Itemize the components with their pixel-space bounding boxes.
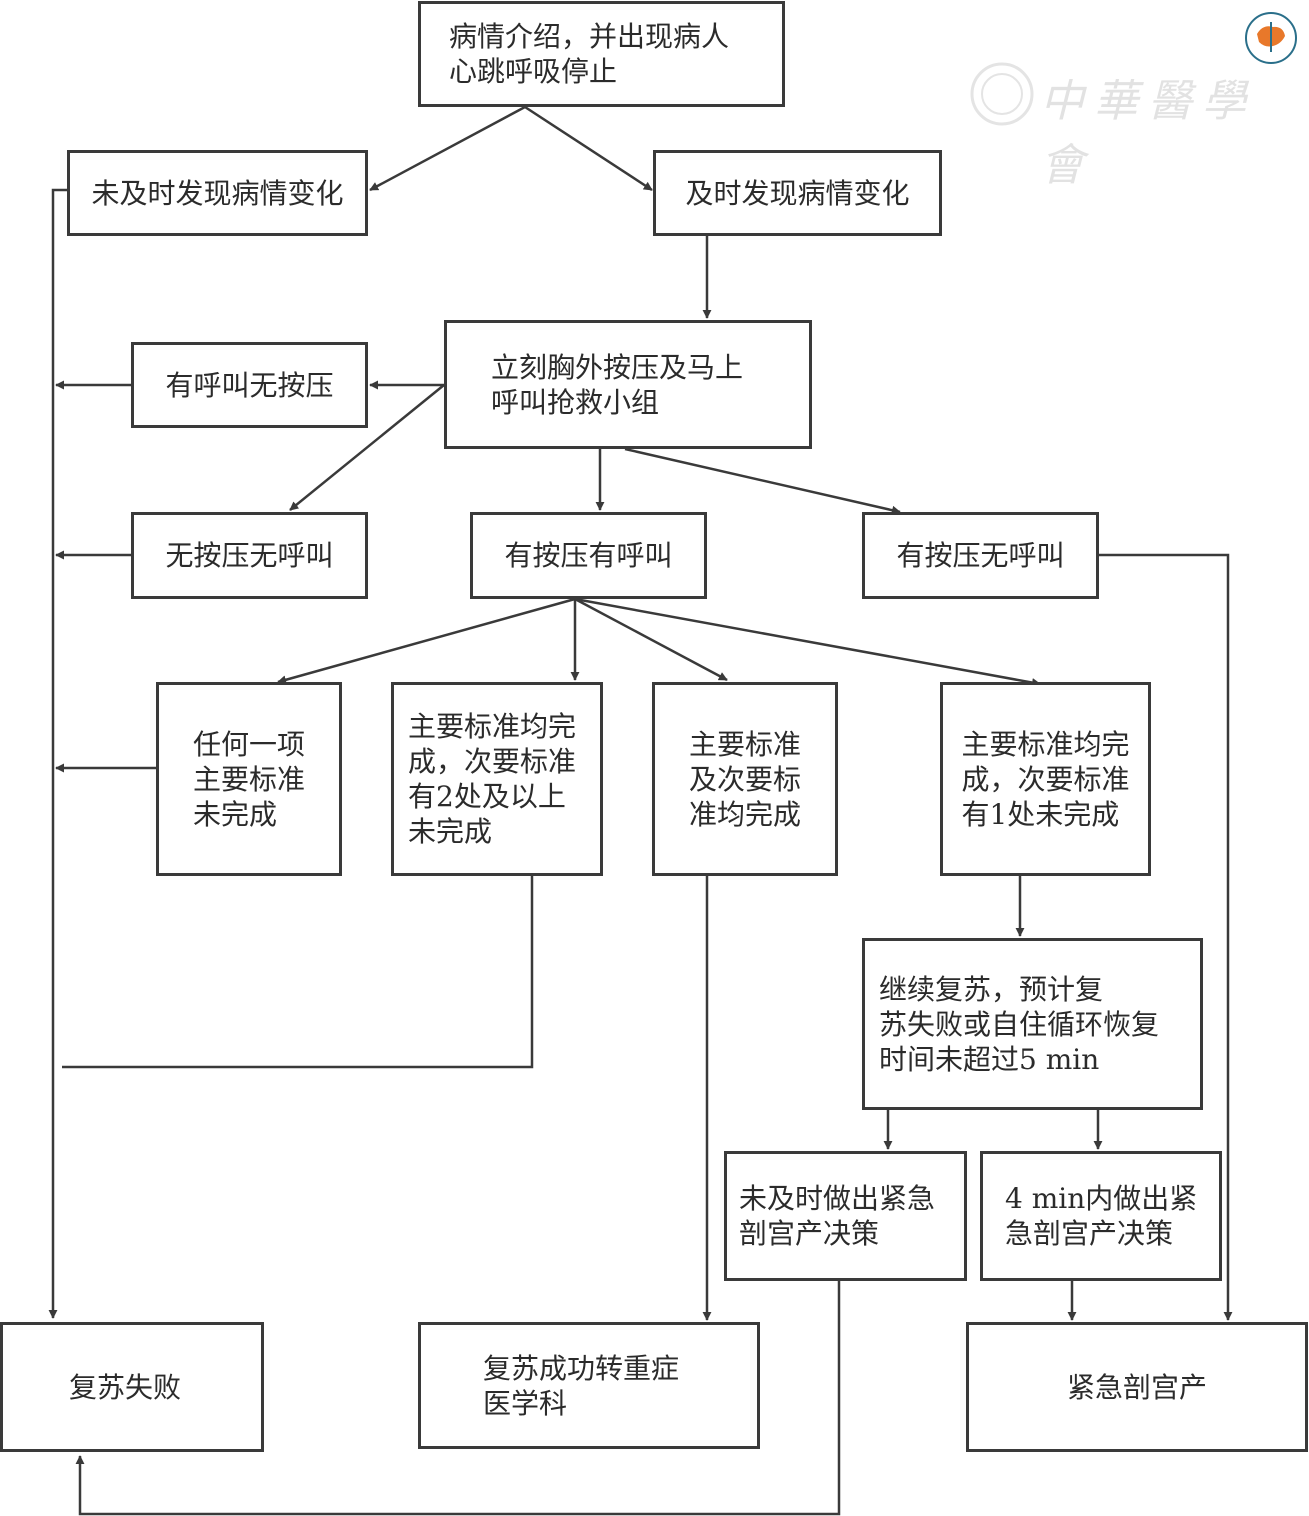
connector-no-timely-to-fail bbox=[75, 1281, 841, 1516]
connector-minor2-to-rail bbox=[62, 876, 534, 1069]
connector-start-to-timely bbox=[524, 105, 653, 192]
watermark-seal-icon bbox=[970, 62, 1034, 126]
connector-cpr-to-no-compress bbox=[289, 384, 445, 511]
node-immediate-cpr: 立刻胸外按压及马上 呼叫抢救小组 bbox=[444, 320, 812, 449]
node-no-timely-decision-label: 未及时做出紧急 剖宫产决策 bbox=[739, 1182, 936, 1250]
node-decision-4min-label: 4 min内做出紧 急剖宫产决策 bbox=[1005, 1182, 1198, 1250]
connector-compress-call-to-minor1 bbox=[574, 597, 1041, 687]
node-compress-and-call: 有按压有呼叫 bbox=[470, 512, 707, 599]
node-compress-no-call-label: 有按压无呼叫 bbox=[896, 539, 1065, 572]
node-timely-label: 及时发现病情变化 bbox=[685, 176, 910, 210]
node-major-done-minor-1: 主要标准均完 成，次要标准 有1处未完成 bbox=[940, 682, 1151, 876]
connector-compress-call-to-any-major bbox=[277, 597, 576, 685]
connector-compress-call-to-all-done bbox=[574, 597, 728, 682]
node-call-no-compress: 有呼叫无按压 bbox=[131, 342, 368, 428]
node-continue-resus-label: 继续复苏，预计复 苏失败或自住循环恢复 时间未超过5 min bbox=[879, 972, 1160, 1076]
connector-cpr-to-compress-no-call bbox=[624, 447, 901, 515]
node-major-done-minor-1-label: 主要标准均完 成，次要标准 有1处未完成 bbox=[961, 727, 1130, 831]
node-decision-4min: 4 min内做出紧 急剖宫产决策 bbox=[980, 1151, 1222, 1281]
connector-start-to-not-timely bbox=[369, 105, 526, 192]
node-all-done: 主要标准 及次要标 准均完成 bbox=[652, 682, 838, 876]
node-not-timely-label: 未及时发现病情变化 bbox=[91, 176, 344, 210]
connector-not-timely-rail bbox=[48, 188, 67, 1319]
node-all-done-label: 主要标准 及次要标 准均完成 bbox=[688, 727, 801, 831]
node-major-done-minor-2plus-label: 主要标准均完 成，次要标准 有2处及以上 未完成 bbox=[408, 710, 577, 848]
node-emergency-cs: 紧急剖宫产 bbox=[966, 1322, 1308, 1452]
node-success-icu-label: 复苏成功转重症 医学科 bbox=[483, 1351, 680, 1420]
watermark-text: 中華醫學會 bbox=[1040, 76, 1256, 191]
node-immediate-cpr-label: 立刻胸外按压及马上 呼叫抢救小组 bbox=[491, 350, 744, 419]
node-compress-and-call-label: 有按压有呼叫 bbox=[504, 539, 673, 572]
chinese-medical-association-logo-icon bbox=[1245, 12, 1297, 64]
node-start: 病情介绍，并出现病人 心跳呼吸停止 bbox=[418, 1, 785, 107]
node-call-no-compress-label: 有呼叫无按压 bbox=[165, 368, 334, 402]
connector-compress-no-call-to-cs bbox=[1099, 553, 1233, 1321]
node-no-timely-decision: 未及时做出紧急 剖宫产决策 bbox=[724, 1151, 967, 1281]
node-not-timely: 未及时发现病情变化 bbox=[67, 150, 368, 236]
node-any-major-incomplete-label: 任何一项 主要标准 未完成 bbox=[192, 727, 305, 831]
node-success-icu: 复苏成功转重症 医学科 bbox=[418, 1322, 760, 1449]
node-timely: 及时发现病情变化 bbox=[653, 150, 942, 236]
node-compress-no-call: 有按压无呼叫 bbox=[862, 512, 1099, 599]
node-any-major-incomplete: 任何一项 主要标准 未完成 bbox=[156, 682, 342, 876]
node-major-done-minor-2plus: 主要标准均完 成，次要标准 有2处及以上 未完成 bbox=[391, 682, 603, 876]
node-fail-label: 复苏失败 bbox=[69, 1370, 182, 1404]
node-fail: 复苏失败 bbox=[0, 1322, 264, 1452]
node-start-label: 病情介绍，并出现病人 心跳呼吸停止 bbox=[449, 20, 730, 88]
node-no-compress-no-call: 无按压无呼叫 bbox=[131, 512, 368, 599]
node-no-compress-no-call-label: 无按压无呼叫 bbox=[165, 539, 334, 572]
node-emergency-cs-label: 紧急剖宫产 bbox=[1066, 1370, 1207, 1404]
node-continue-resus: 继续复苏，预计复 苏失败或自住循环恢复 时间未超过5 min bbox=[862, 938, 1203, 1110]
